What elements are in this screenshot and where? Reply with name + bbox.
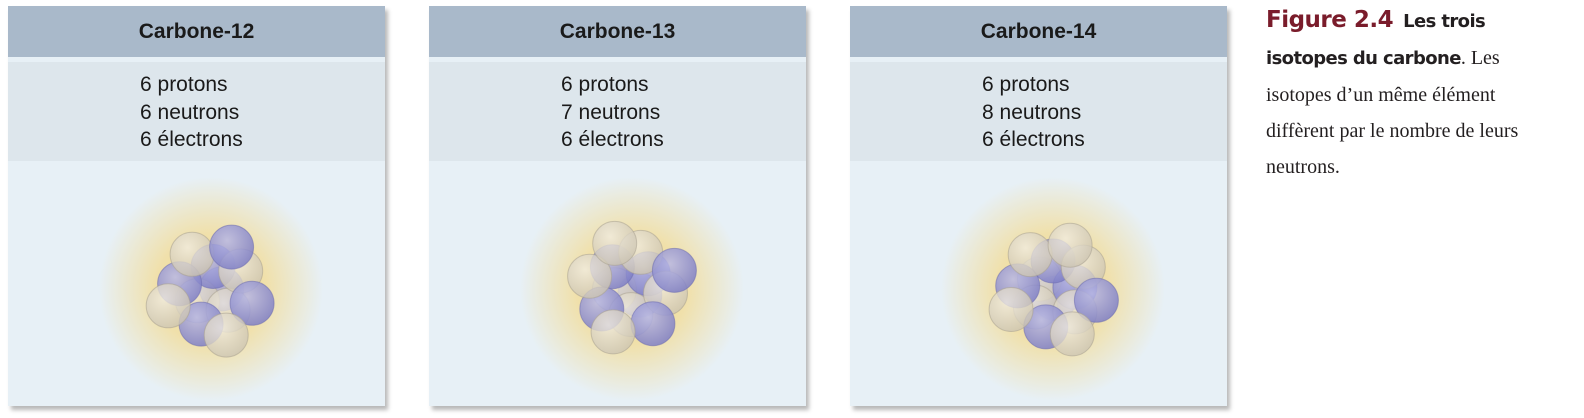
nucleus-svg xyxy=(99,177,323,401)
nucleus-illustration xyxy=(850,166,1227,406)
nucleus-illustration xyxy=(8,166,385,406)
proton-count-label: 6 protons xyxy=(140,73,228,96)
panel-title: Carbone-13 xyxy=(429,6,806,57)
figure-label: Figure 2.4 xyxy=(1266,7,1394,33)
neutron xyxy=(1047,222,1093,268)
neutron xyxy=(203,312,249,358)
panel-title: Carbone-14 xyxy=(850,6,1227,57)
proton xyxy=(209,224,255,270)
caption-line3: isotopes d’un même élément xyxy=(1266,84,1496,106)
proton-count-label: 6 protons xyxy=(561,73,649,96)
nucleus-svg xyxy=(520,177,744,401)
neutron-count-label: 6 neutrons xyxy=(140,100,240,124)
proton xyxy=(630,301,676,347)
isotope-panel-carbon-14: Carbone-14 6 protons 8 neutrons 6 électr… xyxy=(850,6,1227,406)
isotope-panel-carbon-12: Carbone-12 6 protons 6 neutrons 6 électr… xyxy=(8,6,385,406)
neutron xyxy=(590,309,636,355)
neutron xyxy=(567,253,613,299)
neutron-count-label: 8 neutrons xyxy=(982,100,1082,124)
nucleus-illustration xyxy=(429,166,806,406)
neutron xyxy=(1049,311,1095,357)
neutron xyxy=(988,287,1034,332)
particle-counts: 6 protons 8 neutrons 6 électrons xyxy=(850,62,1227,161)
caption-line2-suffix: . Les xyxy=(1460,47,1500,69)
proton xyxy=(651,247,697,293)
caption-title-line2: isotopes du carbone xyxy=(1266,48,1461,69)
panel-title: Carbone-12 xyxy=(8,6,385,57)
particle-counts: 6 protons 7 neutrons 6 électrons xyxy=(429,62,806,161)
neutron xyxy=(145,283,191,329)
particle-counts: 6 protons 6 neutrons 6 électrons xyxy=(8,62,385,161)
electron-count-label: 6 électrons xyxy=(982,128,1085,151)
neutron xyxy=(1007,232,1053,278)
caption-line4: diffèrent par le nombre de leurs xyxy=(1266,120,1519,142)
neutron xyxy=(592,220,638,266)
proton-count-label: 6 protons xyxy=(982,73,1070,96)
nucleus-svg xyxy=(941,177,1165,401)
caption-title-line1: Les trois xyxy=(1403,11,1486,32)
proton xyxy=(229,280,275,326)
proton xyxy=(1073,277,1119,323)
electron-count-label: 6 électrons xyxy=(561,128,664,151)
figure-caption: Figure 2.4 Les trois isotopes du carbone… xyxy=(1266,2,1566,185)
neutron xyxy=(169,231,215,277)
caption-line5: neutrons. xyxy=(1266,156,1340,178)
neutron-count-label: 7 neutrons xyxy=(561,100,661,124)
isotope-panel-carbon-13: Carbone-13 6 protons 7 neutrons 6 électr… xyxy=(429,6,806,406)
electron-count-label: 6 électrons xyxy=(140,128,243,151)
